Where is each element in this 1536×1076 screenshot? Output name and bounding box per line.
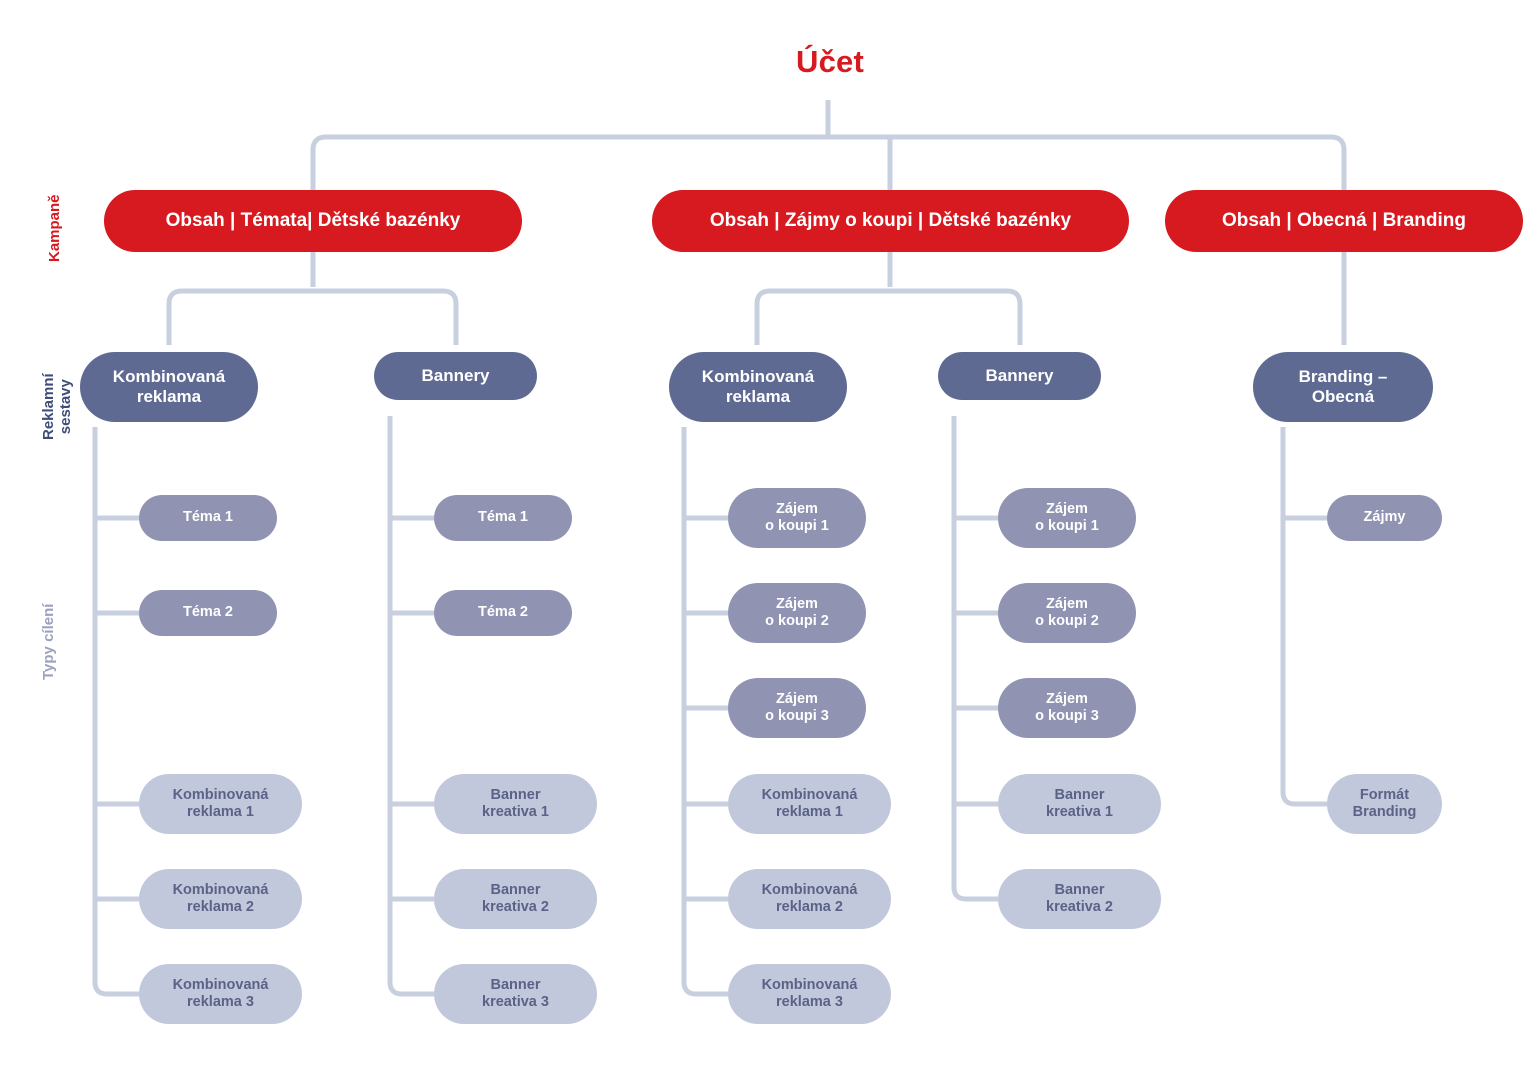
creative-pill[interactable]: Kombinovaná reklama 2 <box>728 869 891 929</box>
creative-pill[interactable]: Kombinovaná reklama 2 <box>139 869 302 929</box>
creative-pill[interactable]: Banner kreativa 3 <box>434 964 597 1024</box>
creative-pill[interactable]: Banner kreativa 2 <box>434 869 597 929</box>
row-label-adgroups: Reklamní sestavy <box>40 373 75 440</box>
creative-pill[interactable]: Kombinovaná reklama 3 <box>139 964 302 1024</box>
target-pill[interactable]: Téma 2 <box>139 590 277 636</box>
target-pill[interactable]: Téma 2 <box>434 590 572 636</box>
adgroup-pill-kombinovana-reklama-zajmy[interactable]: Kombinovaná reklama <box>669 352 847 422</box>
adgroup-pill-kombinovana-reklama-temata[interactable]: Kombinovaná reklama <box>80 352 258 422</box>
creative-pill[interactable]: Kombinovaná reklama 3 <box>728 964 891 1024</box>
creative-pill[interactable]: Banner kreativa 2 <box>998 869 1161 929</box>
row-label-campaigns: Kampaně <box>46 194 63 262</box>
creative-pill[interactable]: Banner kreativa 1 <box>998 774 1161 834</box>
target-pill[interactable]: Téma 1 <box>139 495 277 541</box>
adgroup-pill-bannery-zajmy[interactable]: Bannery <box>938 352 1101 400</box>
creative-pill[interactable]: Kombinovaná reklama 1 <box>139 774 302 834</box>
target-pill[interactable]: Zájem o koupi 2 <box>998 583 1136 643</box>
creative-pill[interactable]: Formát Branding <box>1327 774 1442 834</box>
adgroup-pill-bannery-temata[interactable]: Bannery <box>374 352 537 400</box>
target-pill[interactable]: Zájmy <box>1327 495 1442 541</box>
campaign-pill-obsah-temata[interactable]: Obsah | Témata| Dětské bazénky <box>104 190 522 252</box>
target-pill[interactable]: Zájem o koupi 1 <box>998 488 1136 548</box>
target-pill[interactable]: Téma 1 <box>434 495 572 541</box>
target-pill[interactable]: Zájem o koupi 2 <box>728 583 866 643</box>
page-title: Účet <box>796 44 864 79</box>
creative-pill[interactable]: Kombinovaná reklama 1 <box>728 774 891 834</box>
campaign-pill-obsah-obecna-branding[interactable]: Obsah | Obecná | Branding <box>1165 190 1523 252</box>
row-label-targets: Typy cílení <box>40 603 57 680</box>
target-pill[interactable]: Zájem o koupi 1 <box>728 488 866 548</box>
target-pill[interactable]: Zájem o koupi 3 <box>728 678 866 738</box>
campaign-pill-obsah-zajmy-o-koupi[interactable]: Obsah | Zájmy o koupi | Dětské bazénky <box>652 190 1129 252</box>
creative-pill[interactable]: Banner kreativa 1 <box>434 774 597 834</box>
adgroup-pill-branding-obecna[interactable]: Branding – Obecná <box>1253 352 1433 422</box>
target-pill[interactable]: Zájem o koupi 3 <box>998 678 1136 738</box>
